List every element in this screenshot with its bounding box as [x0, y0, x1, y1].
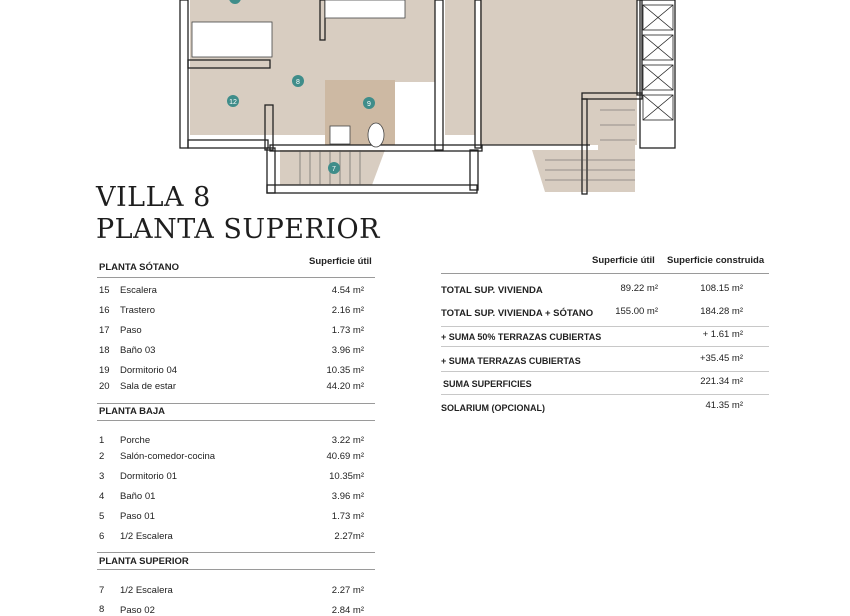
row-name: Baño 03 — [120, 345, 156, 356]
row-name: Salón-comedor-cocina — [120, 451, 216, 462]
row-number: 16 — [99, 305, 110, 316]
section-title-sotano: PLANTA SÓTANO — [99, 262, 180, 273]
row-number: 19 — [99, 365, 110, 376]
floor-plan: 8 9 12 7 — [179, 0, 676, 195]
room-marker-8: 8 — [292, 75, 304, 87]
column-header-util: Superficie útil — [309, 256, 372, 267]
row-name: Dormitorio 01 — [120, 471, 178, 482]
row-number: 2 — [99, 451, 105, 462]
row-construida: + 1.61 m² — [702, 329, 743, 340]
row-area: 2.27 m² — [331, 585, 364, 596]
column-header-construida: Superficie construida — [667, 255, 765, 266]
row-area: 2.84 m² — [331, 605, 364, 616]
row-area: 1.73 m² — [331, 511, 364, 522]
row-number: 18 — [99, 345, 110, 356]
row-number: 20 — [99, 381, 110, 392]
divider — [441, 346, 769, 347]
divider — [441, 371, 769, 372]
divider — [97, 569, 375, 570]
row-area: 4.54 m² — [331, 285, 364, 296]
svg-text:7: 7 — [332, 166, 336, 173]
row-number: 4 — [99, 491, 105, 502]
room-marker-9: 9 — [363, 97, 375, 109]
row-util: 155.00 m² — [615, 306, 658, 317]
row-area: 40.69 m² — [326, 451, 365, 462]
section-title-baja: PLANTA BAJA — [99, 406, 165, 417]
floor-title: PLANTA SUPERIOR — [96, 214, 380, 245]
svg-text:8: 8 — [296, 79, 300, 86]
column-header-util: Superficie útil — [592, 255, 655, 266]
row-name: Paso 02 — [120, 605, 155, 616]
row-area: 44.20 m² — [326, 381, 365, 392]
row-name: Sala de estar — [120, 381, 176, 392]
row-number: 5 — [99, 511, 105, 522]
row-construida: 108.15 m² — [700, 283, 743, 294]
row-construida: 221.34 m² — [700, 376, 743, 387]
furniture — [191, 0, 406, 148]
row-number: 17 — [99, 325, 110, 336]
row-area: 2.16 m² — [331, 305, 364, 316]
row-area: 3.22 m² — [331, 435, 364, 446]
row-area: 3.96 m² — [331, 345, 364, 356]
divider — [97, 403, 375, 404]
row-label: SOLARIUM (OPCIONAL) — [441, 403, 545, 413]
room-marker-7: 7 — [328, 162, 340, 174]
row-name: Baño 01 — [120, 491, 156, 502]
row-name: 1/2 Escalera — [120, 531, 173, 542]
row-construida: +35.45 m² — [699, 353, 743, 364]
villa-title: VILLA 8 — [96, 182, 211, 213]
row-name: Paso — [120, 325, 142, 336]
row-number: 15 — [99, 285, 110, 296]
row-area: 3.96 m² — [331, 491, 364, 502]
row-area: 10.35m² — [329, 471, 364, 482]
floor-areas — [190, 0, 637, 192]
section-title-superior: PLANTA SUPERIOR — [99, 556, 189, 567]
room-marker-12: 12 — [227, 95, 239, 107]
row-label: TOTAL SUP. VIVIENDA + SÓTANO — [441, 308, 594, 319]
row-name: Trastero — [120, 305, 156, 316]
row-name: Dormitorio 04 — [120, 365, 178, 376]
divider — [441, 394, 769, 395]
row-label: + SUMA 50% TERRAZAS CUBIERTAS — [441, 332, 602, 342]
row-area: 1.73 m² — [331, 325, 364, 336]
window-boxes — [642, 4, 674, 121]
room-marker-partial — [229, 0, 241, 4]
svg-text:9: 9 — [367, 101, 371, 108]
row-number: 7 — [99, 585, 105, 596]
divider — [97, 420, 375, 421]
row-number: 8 — [99, 604, 105, 615]
row-label: TOTAL SUP. VIVIENDA — [441, 285, 543, 296]
divider — [97, 277, 375, 278]
divider — [97, 552, 375, 553]
row-label: + SUMA TERRAZAS CUBIERTAS — [441, 356, 581, 366]
row-construida: 184.28 m² — [700, 306, 743, 317]
row-area: 10.35 m² — [326, 365, 365, 376]
row-number: 6 — [99, 531, 105, 542]
row-name: Paso 01 — [120, 511, 155, 522]
row-name: Escalera — [120, 285, 157, 296]
stairs — [299, 109, 635, 185]
row-name: 1/2 Escalera — [120, 585, 173, 596]
row-util: 89.22 m² — [620, 283, 659, 294]
row-label: SUMA SUPERFICIES — [443, 379, 532, 389]
row-number: 3 — [99, 471, 105, 482]
row-number: 1 — [99, 435, 105, 446]
divider — [441, 326, 769, 327]
row-area: 2.27m² — [334, 531, 364, 542]
divider — [441, 273, 769, 274]
row-name: Porche — [120, 435, 151, 446]
row-construida: 41.35 m² — [705, 400, 744, 411]
svg-text:12: 12 — [229, 99, 237, 106]
